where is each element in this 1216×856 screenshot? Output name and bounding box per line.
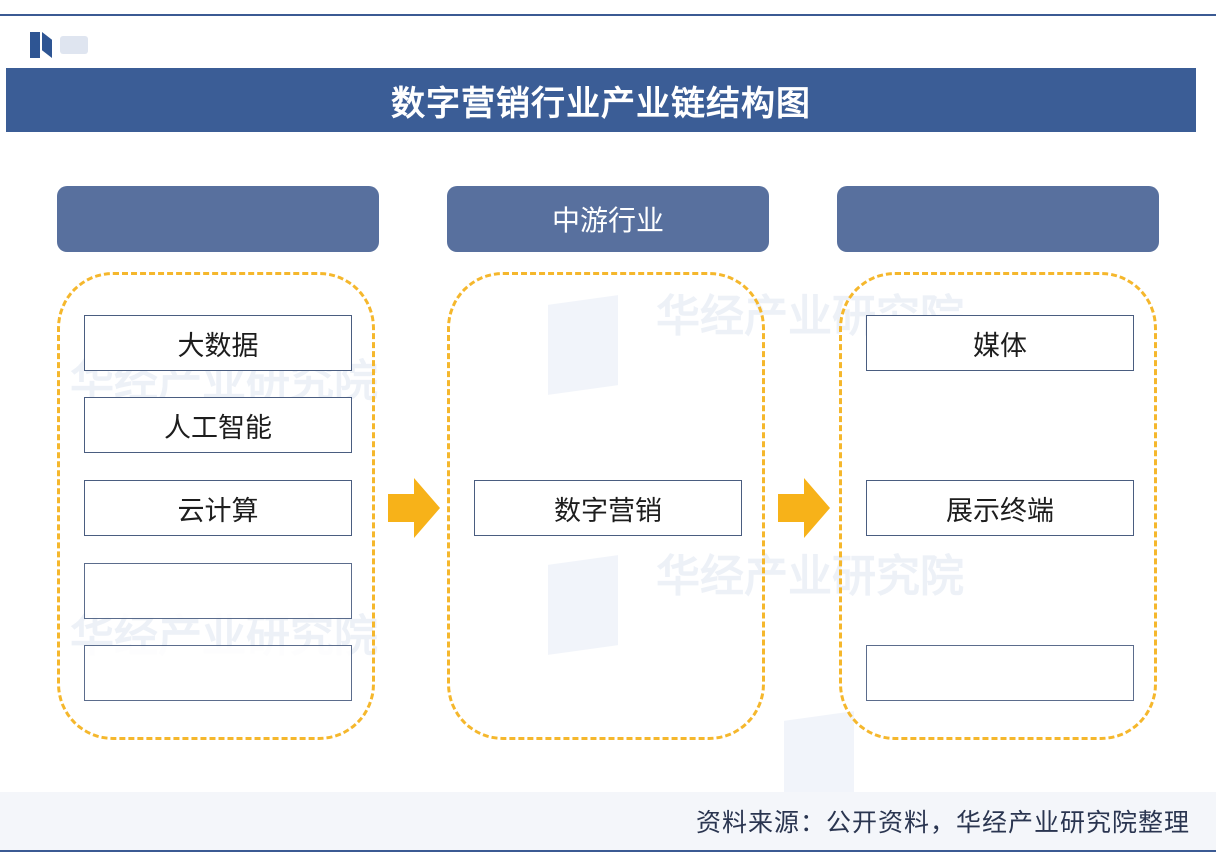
logo-faint-mark — [60, 36, 88, 54]
item-label: 云计算 — [177, 495, 259, 527]
arrow-right-icon — [388, 478, 440, 538]
column-header-downstream — [837, 186, 1159, 252]
page-title: 数字营销行业产业链结构图 — [391, 83, 811, 124]
column-header-midstream: 中游行业 — [447, 186, 769, 252]
item-label: 人工智能 — [164, 412, 272, 444]
top-border-line — [0, 14, 1216, 16]
bottom-border-line — [0, 850, 1216, 852]
item-label: 数字营销 — [554, 495, 662, 527]
downstream-group-box — [839, 272, 1157, 740]
column-header-label: 中游行业 — [551, 204, 664, 237]
midstream-group-box — [447, 272, 765, 740]
arrow-right-icon — [778, 478, 830, 538]
logo-bar-left — [30, 32, 40, 58]
item-label: 媒体 — [973, 330, 1027, 362]
item-cloud-computing: 云计算 — [84, 480, 352, 536]
item-display-terminal: 展示终端 — [866, 480, 1134, 536]
item-label: 展示终端 — [946, 495, 1054, 527]
title-band: 数字营销行业产业链结构图 — [6, 68, 1196, 132]
footer-band — [0, 792, 1216, 850]
item-big-data: 大数据 — [84, 315, 352, 371]
upstream-group-box — [57, 272, 375, 740]
logo — [30, 32, 90, 60]
logo-bar-right — [42, 32, 52, 58]
item-digital-marketing: 数字营销 — [474, 480, 742, 536]
item-media: 媒体 — [866, 315, 1134, 371]
item-blank-4 — [84, 563, 352, 619]
source-note: 资料来源：公开资料，华经产业研究院整理 — [695, 808, 1190, 837]
item-blank-downstream — [866, 645, 1134, 701]
item-blank-5 — [84, 645, 352, 701]
column-header-upstream — [57, 186, 379, 252]
item-ai: 人工智能 — [84, 397, 352, 453]
item-label: 大数据 — [177, 330, 259, 362]
